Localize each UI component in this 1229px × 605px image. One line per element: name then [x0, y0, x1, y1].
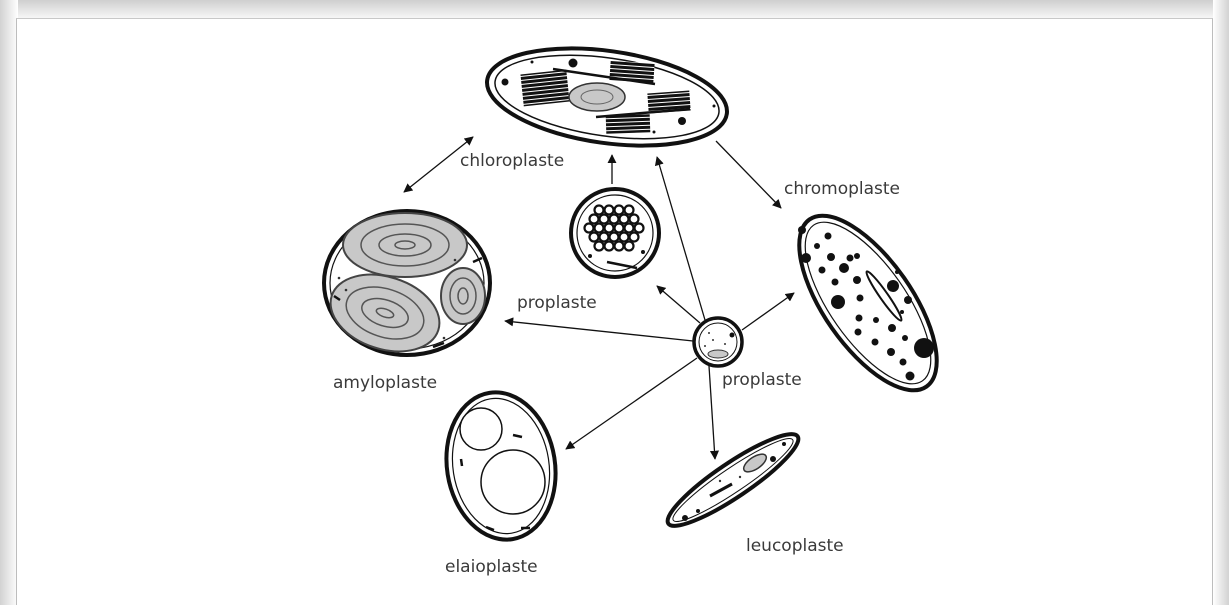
- label-proplaste-small: proplaste: [517, 293, 597, 313]
- leucoplast-drawing: [659, 422, 807, 537]
- chromoplast-drawing: [773, 194, 962, 412]
- arrow-proplastid-chromoplast: [742, 293, 794, 330]
- arrow-proplastid-chloroplast: [657, 157, 705, 320]
- label-proplaste-center: proplaste: [722, 370, 802, 390]
- label-amyloplaste: amyloplaste: [333, 373, 437, 393]
- central-proplastid-drawing: [694, 318, 742, 366]
- chloroplast-drawing: [481, 35, 733, 160]
- arrow-proplastid-etioplast: [657, 286, 700, 323]
- label-chromoplaste: chromoplaste: [784, 179, 900, 199]
- amyloplast-drawing: [321, 211, 490, 365]
- etioplast-drawing: [571, 189, 659, 277]
- label-leucoplaste: leucoplaste: [746, 536, 844, 556]
- arrow-proplastid-leucoplast: [709, 366, 715, 459]
- arrow-chloroplast-chromoplast: [716, 141, 781, 208]
- arrow-proplastid-amyloplast: [505, 321, 693, 341]
- arrow-proplastid-elaioplast: [566, 358, 697, 449]
- elaioplast-drawing: [436, 384, 566, 547]
- label-elaioplaste: elaioplaste: [445, 557, 538, 577]
- label-chloroplaste: chloroplaste: [460, 151, 564, 171]
